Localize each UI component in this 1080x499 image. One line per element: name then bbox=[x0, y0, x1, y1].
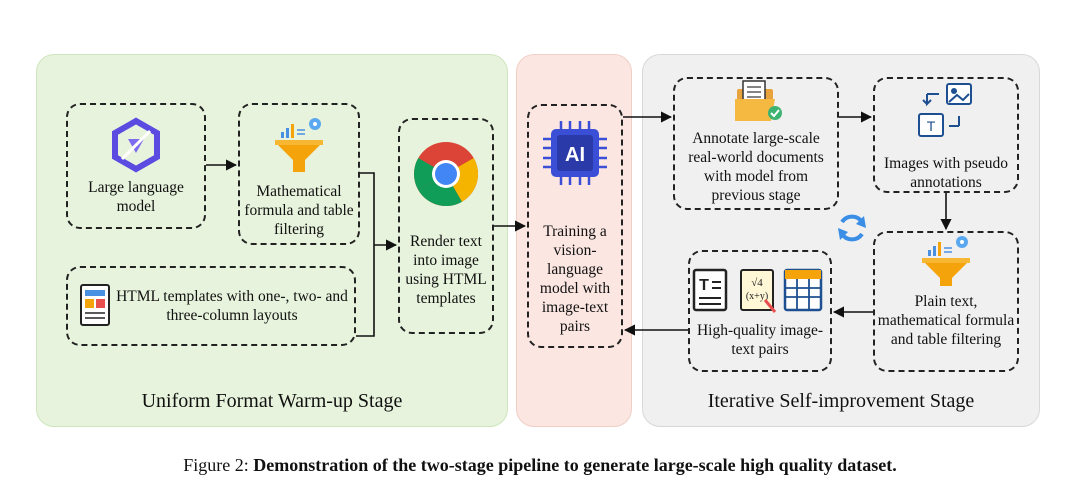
svg-text:(x+y): (x+y) bbox=[746, 291, 768, 302]
iterative-stage-title: Iterative Self-improvement Stage bbox=[707, 390, 975, 412]
plain-filter-label: Plain text, mathematical formula and tab… bbox=[877, 293, 1015, 348]
svg-text:T: T bbox=[927, 118, 936, 134]
render-label: Render text into image using HTML templa… bbox=[405, 233, 487, 307]
iterative-stage-panel bbox=[642, 54, 1040, 427]
svg-text:√4: √4 bbox=[751, 277, 763, 289]
qwen-logo-icon bbox=[112, 117, 160, 173]
funnel-filter-icon bbox=[275, 118, 323, 172]
hq-pairs-label: High-quality image-text pairs bbox=[696, 322, 824, 358]
formula-sheet-icon: √4 (x+y) bbox=[740, 269, 777, 313]
figure-caption: Figure 2: Demonstration of the two-stage… bbox=[0, 455, 1080, 476]
image-text-convert-icon: T bbox=[918, 83, 972, 137]
hq-pairs-box bbox=[688, 250, 832, 372]
llm-label: Large language model bbox=[88, 179, 184, 215]
svg-text:AI: AI bbox=[565, 144, 585, 166]
ai-chip-icon: AI bbox=[543, 121, 607, 185]
pseudo-label: Images with pseudo annotations bbox=[884, 155, 1008, 191]
table-grid-icon bbox=[783, 268, 823, 312]
warmup-stage-title: Uniform Format Warm-up Stage bbox=[141, 390, 403, 412]
train-box bbox=[527, 104, 623, 348]
html-templates-label: HTML templates with one-, two- and three… bbox=[116, 288, 348, 324]
train-label: Training a vision-language model with im… bbox=[539, 223, 611, 335]
warmup-stage-panel bbox=[36, 54, 508, 427]
html-templates-box bbox=[66, 266, 356, 346]
chrome-browser-icon bbox=[414, 142, 478, 206]
funnel-filter-icon bbox=[922, 236, 970, 286]
render-box bbox=[398, 118, 494, 334]
math-filter-box bbox=[238, 103, 360, 245]
layout-template-icon bbox=[80, 284, 110, 326]
math-filter-label: Mathematical formula and table filtering bbox=[244, 183, 354, 238]
text-document-icon: T bbox=[692, 268, 728, 312]
refresh-cycle-icon bbox=[838, 214, 866, 242]
bracket-connector bbox=[356, 172, 375, 337]
llm-box bbox=[66, 103, 206, 229]
annotate-label: Annotate large-scale real-world document… bbox=[688, 130, 824, 204]
annotate-box bbox=[673, 77, 839, 210]
plain-filter-box bbox=[873, 231, 1019, 372]
svg-text:T: T bbox=[699, 277, 709, 294]
folder-documents-icon bbox=[735, 80, 782, 121]
pseudo-box bbox=[873, 77, 1019, 193]
caption-prefix: Figure 2: bbox=[183, 455, 254, 475]
caption-bold-text: Demonstration of the two-stage pipeline … bbox=[253, 455, 897, 475]
